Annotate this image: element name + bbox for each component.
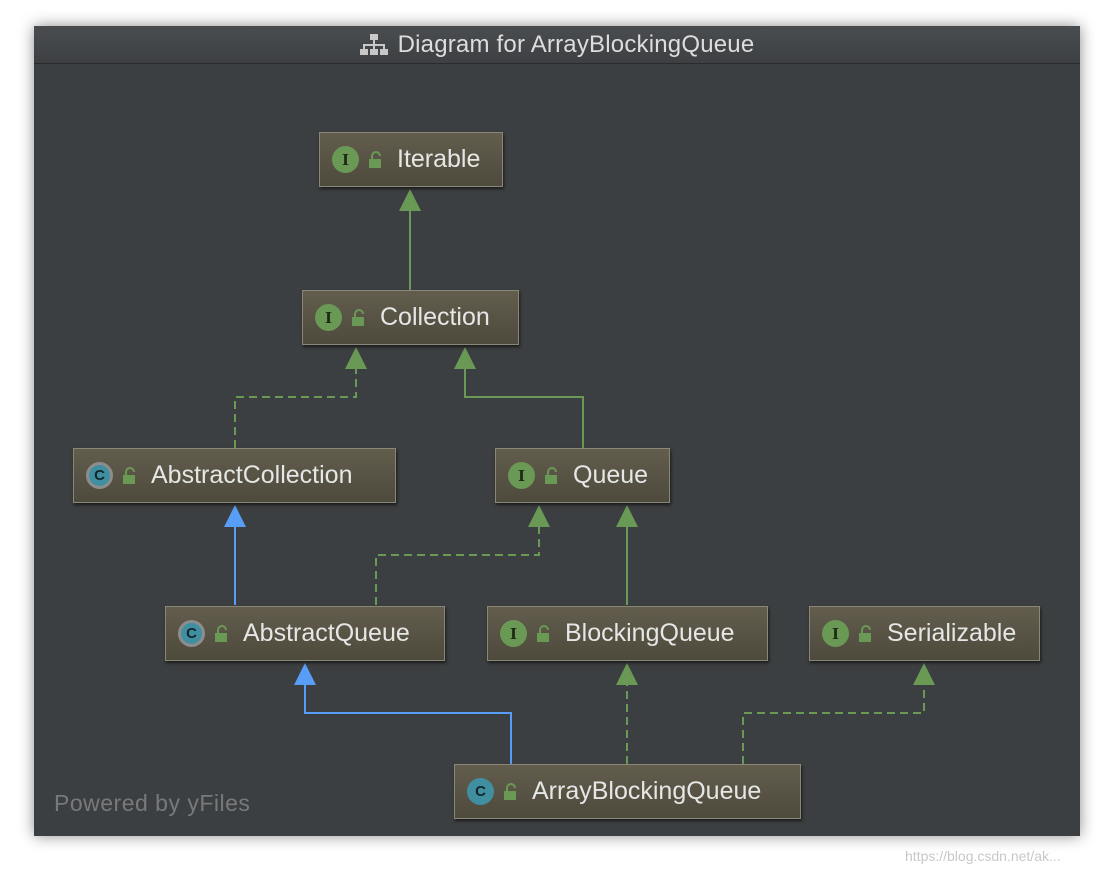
node-blocking-queue[interactable]: I BlockingQueue <box>487 606 768 661</box>
edge-arrayblockingqueue-blockingqueue <box>616 663 638 764</box>
node-label: Serializable <box>887 619 1017 647</box>
edge-abstractqueue-abstractcollection <box>224 505 246 605</box>
edge-arrayblockingqueue-serializable <box>742 663 935 764</box>
edge-blockingqueue-queue <box>616 505 638 605</box>
lock-open-icon <box>545 466 557 484</box>
interface-badge-icon: I <box>500 620 527 647</box>
abstract-class-badge-icon: C <box>178 620 205 647</box>
node-label: Iterable <box>397 145 481 173</box>
interface-badge-icon: I <box>822 620 849 647</box>
node-label: AbstractQueue <box>243 619 410 647</box>
edge-queue-collection <box>454 347 584 448</box>
node-label: Queue <box>573 461 649 489</box>
lock-open-icon <box>859 624 871 642</box>
lock-open-icon <box>504 782 516 800</box>
class-badge-icon: C <box>467 778 494 805</box>
lock-open-icon <box>352 308 364 326</box>
node-queue[interactable]: I Queue <box>495 448 670 503</box>
hierarchy-icon <box>359 33 388 55</box>
node-abstract-collection[interactable]: C AbstractCollection <box>73 448 396 503</box>
interface-badge-icon: I <box>508 462 535 489</box>
node-serializable[interactable]: I Serializable <box>809 606 1040 661</box>
interface-badge-icon: I <box>332 146 359 173</box>
node-array-blocking-queue[interactable]: C ArrayBlockingQueue <box>454 764 801 819</box>
lock-open-icon <box>537 624 549 642</box>
lock-open-icon <box>123 466 135 484</box>
node-label: AbstractCollection <box>151 461 353 489</box>
edge-abstractcollection-collection <box>234 347 367 448</box>
edge-abstractqueue-queue <box>375 505 550 605</box>
powered-by-label: Powered by yFiles <box>54 790 251 816</box>
diagram-canvas[interactable]: I Iterable I Collection C AbstractCollec… <box>34 64 1080 836</box>
diagram-window: Diagram for ArrayBlockingQueue <box>34 26 1080 836</box>
window-titlebar: Diagram for ArrayBlockingQueue <box>34 26 1080 64</box>
node-label: ArrayBlockingQueue <box>532 777 762 805</box>
abstract-class-badge-icon: C <box>86 462 113 489</box>
node-abstract-queue[interactable]: C AbstractQueue <box>165 606 445 661</box>
window-title: Diagram for ArrayBlockingQueue <box>397 30 755 58</box>
interface-badge-icon: I <box>315 304 342 331</box>
node-label: BlockingQueue <box>565 619 735 647</box>
edge-collection-iterable <box>399 189 421 290</box>
watermark-text: https://blog.csdn.net/ak... <box>905 848 1061 864</box>
lock-open-icon <box>215 624 227 642</box>
edges-layer <box>224 189 935 764</box>
node-collection[interactable]: I Collection <box>302 290 519 345</box>
edge-arrayblockingqueue-abstractqueue <box>294 663 512 764</box>
node-iterable[interactable]: I Iterable <box>319 132 503 187</box>
lock-open-icon <box>369 150 381 168</box>
node-label: Collection <box>380 303 490 331</box>
